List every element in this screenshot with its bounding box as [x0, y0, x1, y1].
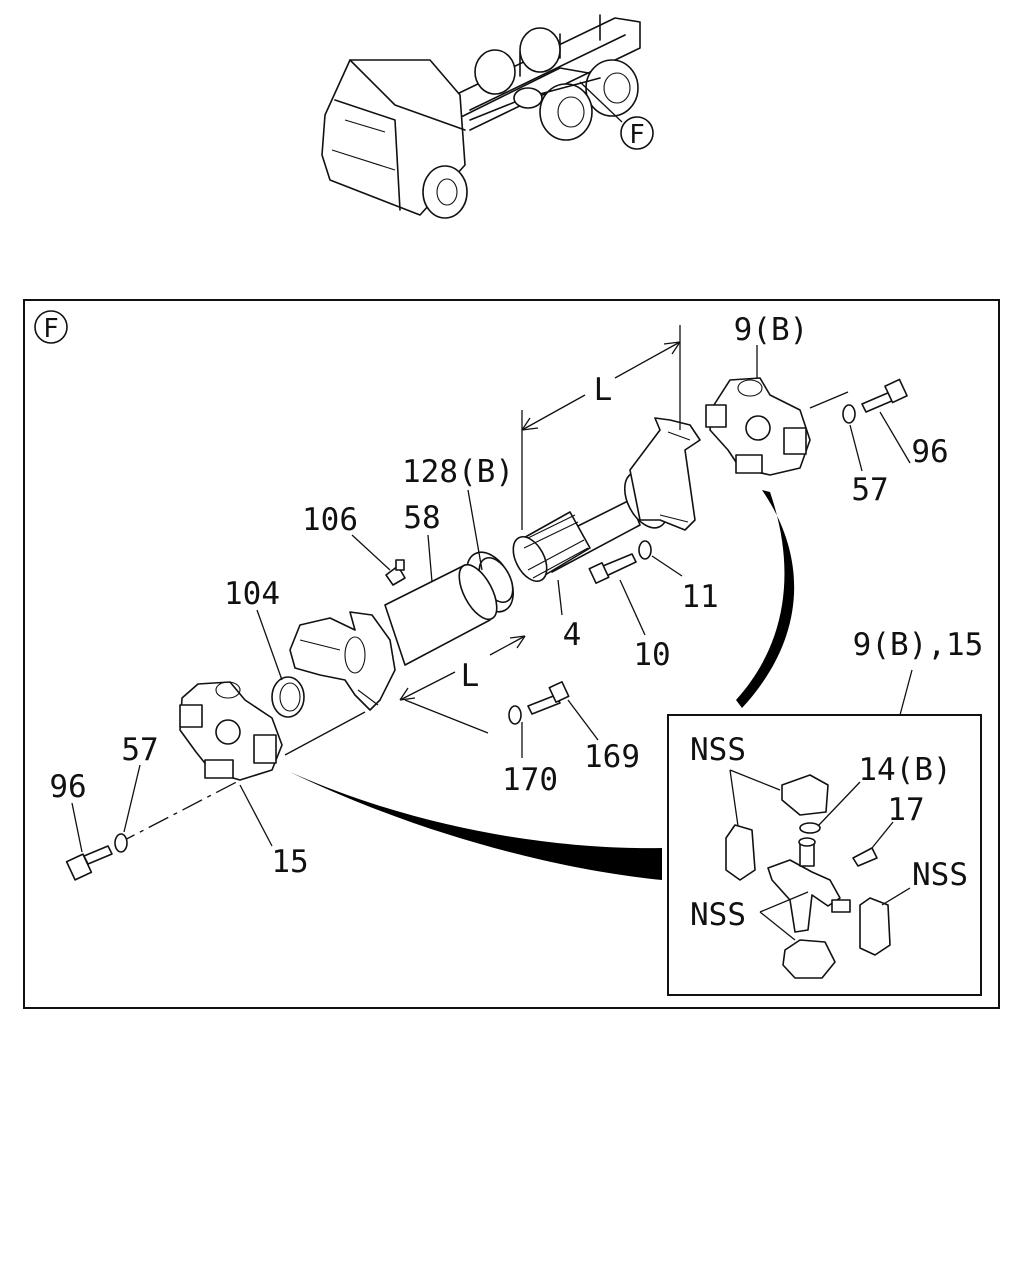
label-10: 10 — [633, 637, 670, 673]
bolt-169 — [527, 680, 570, 715]
inset-title: 9(B),15 — [853, 627, 984, 663]
label-106: 106 — [302, 502, 358, 538]
inset-bearing-cup-bottom — [782, 939, 836, 979]
label-57-right: 57 — [851, 472, 888, 508]
label-96-left: 96 — [49, 769, 86, 805]
inset-bearing-cup-top — [781, 774, 829, 816]
inset-label-nss-mid: NSS — [690, 897, 746, 933]
inset-label-nss-right: NSS — [912, 857, 968, 893]
inset-leader-lines — [729, 769, 911, 941]
label-9b-top: 9(B) — [734, 312, 809, 348]
inset-cross-journal — [767, 837, 851, 933]
universal-joint-upper — [705, 377, 811, 476]
inset-bearing-cup-left — [725, 824, 756, 881]
label-57-left: 57 — [121, 732, 158, 768]
bolt-96-left — [65, 845, 113, 881]
label-11: 11 — [681, 579, 718, 615]
label-170: 170 — [502, 762, 558, 798]
leader-lines — [71, 345, 913, 853]
bolt-96-right — [861, 378, 908, 413]
dimension-L-upper — [521, 325, 681, 530]
washer-170 — [508, 705, 522, 725]
universal-joint-lower — [179, 681, 283, 781]
washer-57-left — [114, 833, 128, 853]
svg-text:F: F — [629, 120, 645, 150]
label-L-top: L — [594, 372, 613, 408]
label-96-right: 96 — [911, 434, 948, 470]
dimension-L-lower — [399, 635, 526, 734]
sweep-arc-right — [736, 490, 795, 708]
washer-11 — [638, 540, 652, 560]
label-104: 104 — [224, 576, 280, 612]
inset-label-17: 17 — [887, 792, 924, 828]
label-15: 15 — [271, 844, 308, 880]
driveshaft-tube — [384, 563, 498, 666]
detail-view-marker: F — [34, 310, 68, 344]
detail-frame — [23, 299, 1000, 1009]
inset-seal-14b — [799, 822, 821, 834]
inset-frame — [667, 714, 982, 996]
inset-label-14b: 14(B) — [858, 752, 951, 788]
label-58: 58 — [403, 500, 440, 536]
label-128b: 128(B) — [402, 454, 514, 490]
splined-shaft — [512, 511, 591, 582]
label-169: 169 — [584, 739, 640, 775]
center-bearing — [271, 676, 305, 718]
inset-grease-fitting-17 — [852, 847, 878, 867]
truck-overview-illustration — [321, 14, 641, 219]
label-L-bottom: L — [461, 658, 480, 694]
tube-yoke — [289, 611, 396, 711]
overview-view-marker: F — [620, 116, 654, 150]
sweep-arc-bottom — [290, 772, 662, 880]
grease-fitting — [385, 559, 406, 586]
washer-57-right — [842, 404, 856, 424]
inset-label-nss-top: NSS — [690, 732, 746, 768]
label-4: 4 — [563, 617, 582, 653]
svg-text:F: F — [43, 314, 59, 344]
inset-bearing-cup-right — [859, 897, 891, 956]
bolt-10 — [588, 553, 637, 585]
